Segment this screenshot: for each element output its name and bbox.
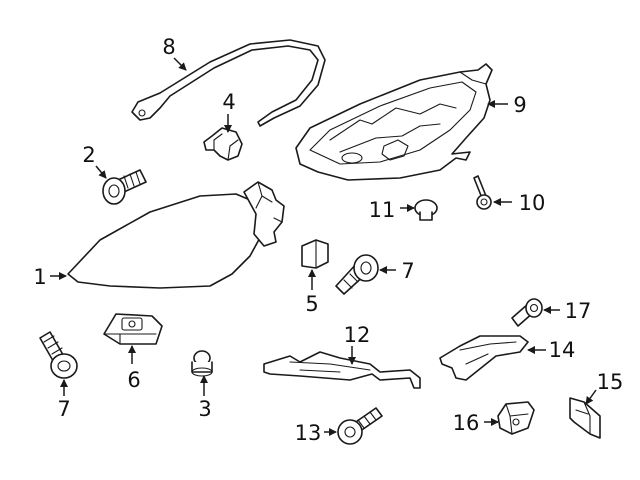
callout-17: 17 (565, 299, 592, 323)
part-8-wiring-harness (131, 39, 326, 127)
part-15-clip (569, 397, 601, 439)
callout-labels: 1 2 3 4 5 6 7 7 8 9 10 11 12 13 14 15 16… (33, 35, 623, 445)
part-1-headlamp-assembly (67, 181, 285, 289)
part-7-screw-upper (335, 254, 379, 295)
leader-8 (173, 57, 187, 71)
callout-12: 12 (344, 323, 371, 347)
part-11-grommet (414, 199, 438, 221)
part-9-lamp-housing (295, 63, 493, 181)
callout-14: 14 (549, 338, 576, 362)
leader-15 (585, 389, 597, 405)
callout-13: 13 (295, 421, 322, 445)
callout-10: 10 (519, 191, 546, 215)
callout-3: 3 (198, 397, 211, 421)
callout-9: 9 (513, 93, 526, 117)
callout-15: 15 (597, 370, 624, 394)
callout-8: 8 (162, 35, 175, 59)
callout-1: 1 (33, 265, 46, 289)
part-7-screw-lower (39, 331, 78, 379)
callout-5: 5 (305, 292, 318, 316)
part-2-screw (102, 169, 147, 205)
part-16-clip (497, 401, 535, 435)
callout-16: 16 (453, 411, 480, 435)
part-6-nut-plate (103, 313, 163, 345)
part-3-grommet (191, 350, 213, 377)
callout-6: 6 (127, 368, 140, 392)
callout-7-lower: 7 (57, 397, 70, 421)
part-5-clip (301, 239, 329, 269)
part-14-bracket (439, 335, 529, 381)
leader-lines (50, 57, 597, 436)
callout-4: 4 (222, 90, 235, 114)
part-12-bracket (263, 351, 421, 389)
part-4-bulb-socket (203, 127, 243, 161)
part-13-screw (337, 407, 383, 445)
part-10-screw (473, 175, 492, 210)
leader-2 (95, 165, 107, 179)
callout-7-upper: 7 (401, 259, 414, 283)
callout-11: 11 (369, 198, 396, 222)
callout-2: 2 (82, 143, 95, 167)
part-17-screw (511, 298, 543, 327)
